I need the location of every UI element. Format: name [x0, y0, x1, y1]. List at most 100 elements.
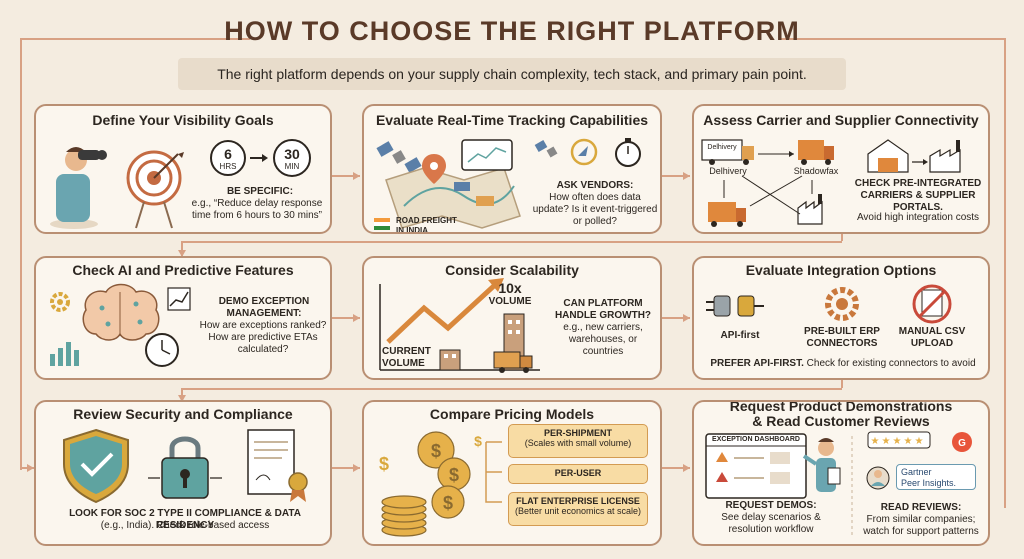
option-manual-csv: MANUAL CSV UPLOAD — [898, 326, 966, 349]
from-unit: HRS — [219, 162, 237, 171]
flat-license-note: (Better unit economics at scale) — [514, 506, 642, 517]
binoculars-person-icon — [50, 147, 107, 229]
divider — [851, 436, 853, 538]
card-integration-options: Evaluate Integration Options API-first P… — [692, 256, 990, 380]
visibility-body: e.g., “Reduce delay response time from 6… — [191, 198, 323, 221]
flow-line-row2-return — [182, 388, 842, 390]
pricing-flat-license: FLAT ENTERPRISE LICENSE (Better unit eco… — [508, 492, 648, 526]
gartner-label: Gartner — [901, 467, 932, 477]
location-pin-icon — [570, 138, 598, 166]
card-title: Check AI and Predictive Features — [72, 262, 294, 278]
carrier-network-icon — [701, 139, 834, 227]
svg-text:$: $ — [474, 433, 482, 449]
security-heading: LOOK FOR SOC 2 TYPE II COMPLIANCE & DATA… — [69, 508, 301, 531]
visibility-heading: BE SPECIFIC: — [226, 186, 294, 197]
per-shipment-note: (Scales with small volume) — [524, 438, 632, 449]
to-time: 30 — [284, 146, 300, 162]
svg-text:$: $ — [443, 493, 453, 513]
option-api-first: API-first — [720, 330, 760, 341]
flow-line-left — [20, 38, 22, 470]
coins-icon: $ $ $ $ $ — [379, 431, 482, 537]
review-heading: READ REVIEWS: — [880, 502, 962, 513]
stopwatch-icon — [615, 138, 641, 167]
card-pricing-models: Compare Pricing Models $ $ $ $ $ PER-SHI… — [362, 400, 662, 546]
flow-line-row1-return — [182, 241, 842, 243]
from-time: 6 — [224, 146, 232, 162]
factory-icon — [912, 140, 961, 173]
peer-insights-label: Peer Insights. — [901, 478, 957, 488]
no-csv-icon — [912, 284, 952, 324]
card-scalability: Consider Scalability CURRENT VOLUME 10x … — [362, 256, 662, 380]
satellite-small-icon — [534, 140, 558, 158]
warehouse-icon — [867, 139, 909, 173]
certificate-icon — [247, 429, 308, 502]
per-shipment-label: PER-SHIPMENT — [543, 428, 612, 438]
scalability-body: e.g., new carriers, warehouses, or count… — [563, 322, 643, 357]
svg-text:★: ★ — [882, 436, 891, 447]
ai-heading: DEMO EXCEPTION MANAGEMENT: — [218, 296, 310, 319]
tenx-value: 10x — [498, 280, 522, 296]
tracking-screen-icon — [461, 139, 513, 171]
card-ai-predictive: Check AI and Predictive Features DEMO EX… — [34, 256, 332, 380]
demo-heading: REQUEST DEMOS: — [725, 500, 817, 511]
dashboard-screen-icon — [705, 433, 807, 499]
integration-footer-bold: PREFER API-FIRST. — [710, 358, 804, 369]
svg-text:★: ★ — [915, 436, 924, 447]
shield-icon — [63, 428, 129, 504]
option-erp: PRE-BUILT ERP CONNECTORS — [804, 326, 880, 349]
india-flag-icon — [374, 218, 390, 230]
card-title: Define Your Visibility Goals — [92, 112, 274, 128]
plug-icon — [706, 295, 764, 317]
svg-text:$: $ — [379, 454, 389, 474]
page-subtitle: The right platform depends on your suppl… — [178, 58, 846, 90]
pricing-per-shipment: PER-SHIPMENT (Scales with small volume) — [508, 424, 648, 458]
arrow-right-icon — [250, 154, 268, 162]
card-title: Review Security and Compliance — [73, 406, 293, 422]
tracking-body: How often does data update? Is it event-… — [532, 192, 658, 227]
pricing-per-user: PER-USER — [508, 464, 648, 484]
bar-chart-icon — [50, 342, 79, 366]
card-title: Consider Scalability — [445, 262, 579, 278]
svg-text:★: ★ — [904, 436, 913, 447]
to-unit: MIN — [284, 162, 300, 171]
map-icon — [385, 154, 521, 229]
card-title: Assess Carrier and Supplier Connectivity — [703, 112, 979, 128]
card-carrier-connectivity: Assess Carrier and Supplier Connectivity… — [692, 104, 990, 234]
carrier-name-1: Delhivery — [709, 166, 747, 176]
flow-line-top-left — [20, 38, 250, 40]
tenx-volume: VOLUME — [488, 296, 532, 307]
gartner-badge: Gartner Peer Insights. — [896, 464, 976, 490]
card-title-line2: & Read Customer Reviews — [752, 413, 930, 429]
brain-icon — [82, 283, 160, 341]
card-security-compliance: Review Security and Compliance LOOK FOR … — [34, 400, 332, 546]
flat-license-label: FLAT ENTERPRISE LICENSE — [516, 496, 640, 506]
reviewer-avatar-icon — [866, 466, 890, 490]
page-title: HOW TO CHOOSE THE RIGHT PLATFORM — [224, 16, 800, 46]
security-body: (e.g., India). Check role-based access — [100, 520, 270, 531]
trend-chart-icon — [167, 287, 191, 311]
card-title: Evaluate Integration Options — [745, 262, 937, 278]
padlock-icon — [148, 436, 222, 499]
svg-text:★: ★ — [871, 436, 880, 447]
demo-body: See delay scenarios & resolution workflo… — [721, 512, 821, 535]
target-icon — [126, 150, 184, 229]
review-body: From similar companies; watch for suppor… — [863, 514, 979, 537]
g2-logo-icon: G — [952, 432, 972, 452]
clock-30min-icon — [273, 139, 311, 177]
card-title: Evaluate Real-Time Tracking Capabilities — [375, 112, 649, 128]
map-label: ROAD FREIGHT IN INDIA — [396, 216, 457, 234]
carrier-body: Avoid high integration costs — [856, 212, 980, 223]
tracking-heading: ASK VENDORS: — [556, 180, 634, 191]
card-title: Compare Pricing Models — [429, 406, 595, 422]
dashboard-label: EXCEPTION DASHBOARD — [712, 436, 800, 443]
clock-icon — [145, 333, 179, 367]
svg-text:$: $ — [449, 465, 459, 485]
truck-label-1: Delhivery — [707, 144, 737, 151]
svg-text:★: ★ — [893, 436, 902, 447]
card-real-time-tracking: Evaluate Real-Time Tracking Capabilities… — [362, 104, 662, 234]
card-title-line1: Request Product Demonstrations — [729, 400, 953, 414]
integration-footer: PREFER API-FIRST. Check for existing con… — [698, 358, 988, 370]
carrier-heading: CHECK PRE-INTEGRATED CARRIERS & SUPPLIER… — [854, 178, 982, 213]
star-rating-icon: ★★★★★ — [867, 431, 931, 449]
presenter-icon — [802, 438, 841, 492]
